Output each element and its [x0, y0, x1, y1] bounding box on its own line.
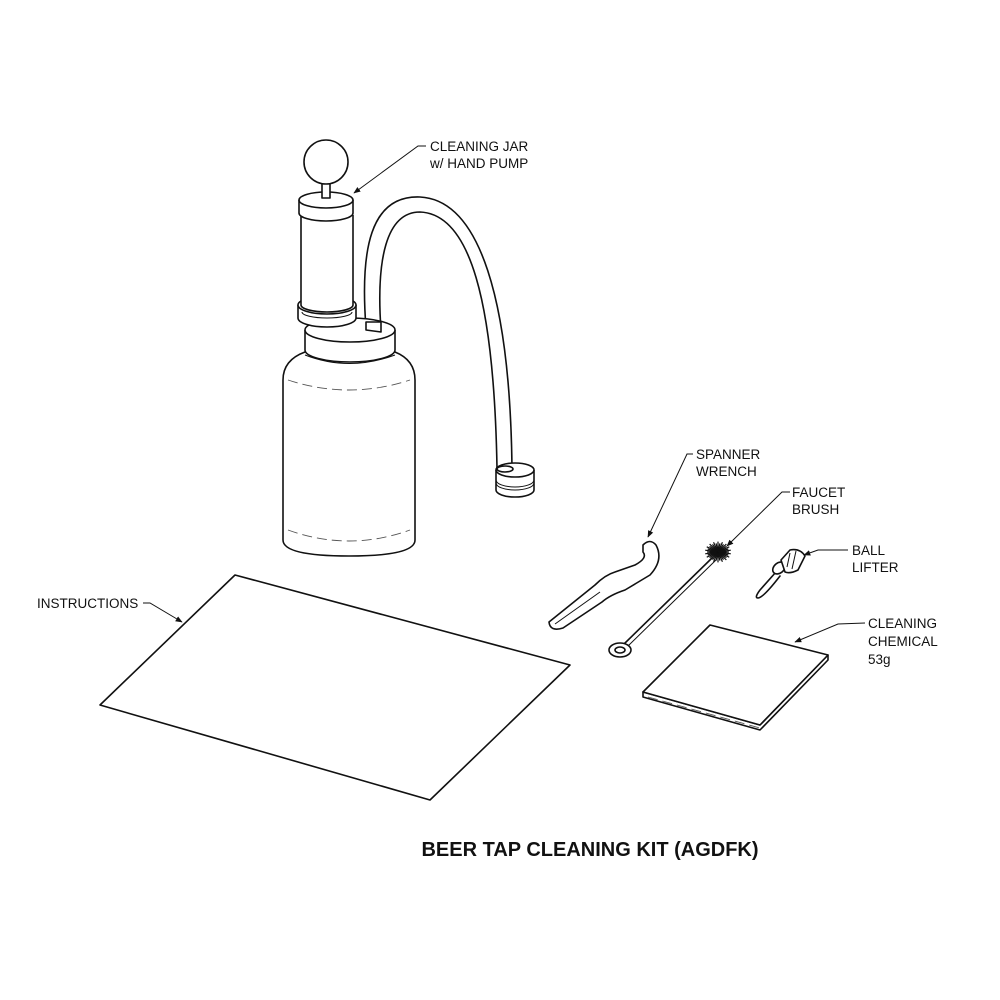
ball-lifter: [755, 548, 806, 599]
bristle: [717, 549, 731, 553]
label-cleaning-jar-line1: CLEANING JAR: [430, 139, 529, 154]
label-spanner-line2: WRENCH: [696, 464, 757, 479]
label-brush-line2: BRUSH: [792, 502, 839, 517]
hose-fitting: [495, 462, 535, 498]
faucet-brush: [608, 541, 731, 658]
hose: [363, 196, 535, 498]
label-brush-line1: FAUCET: [792, 485, 845, 500]
label-chemical-line1: CLEANING: [868, 616, 937, 631]
cleaning-jar: [282, 139, 416, 557]
label-cleaning-jar-line2: w/ HAND PUMP: [429, 156, 528, 171]
label-spanner-line1: SPANNER: [696, 447, 761, 462]
cleaning-chemical-packet: [642, 624, 829, 731]
leader-lines: [143, 145, 866, 643]
label-chemical-line2: CHEMICAL: [868, 634, 938, 649]
diagram-title: BEER TAP CLEANING KIT (AGDFK): [421, 839, 758, 861]
instructions-sheet: [99, 574, 571, 801]
label-chemical-line3: 53g: [868, 652, 891, 667]
label-ball-lifter-line1: BALL: [852, 543, 886, 558]
label-instructions: INSTRUCTIONS: [37, 596, 138, 611]
spanner-wrench: [548, 540, 660, 630]
label-ball-lifter-line2: LIFTER: [852, 560, 899, 575]
